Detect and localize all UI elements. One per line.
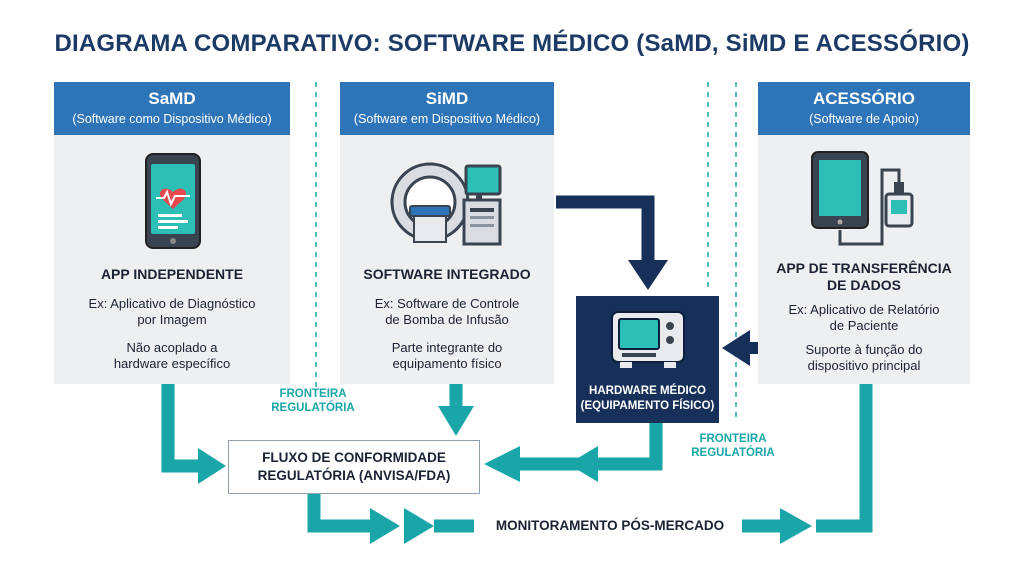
column-accessory-subtitle: (Software de Apoio) bbox=[809, 112, 919, 126]
samd-heading: APP INDEPENDENTE bbox=[100, 266, 244, 282]
arrow-postmarket-right-head bbox=[780, 508, 812, 544]
page-title: DIAGRAMA COMPARATIVO: SOFTWARE MÉDICO (S… bbox=[54, 30, 970, 57]
simd-note-line1: Parte integrante do bbox=[391, 340, 503, 355]
arrow-accessory-to-postmarket bbox=[816, 384, 873, 533]
hardware-label-line1: HARDWARE MÉDICO bbox=[589, 385, 706, 397]
accessory-note-line2: dispositivo principal bbox=[807, 358, 921, 373]
simd-heading: SOFTWARE INTEGRADO bbox=[363, 266, 531, 282]
smartphone-heart-icon bbox=[145, 153, 201, 249]
hardware-label-line2: (EQUIPAMENTO FÍSICO) bbox=[580, 400, 715, 412]
column-simd: SiMD (Software em Dispositivo Médico) SO… bbox=[340, 82, 554, 384]
samd-note-line2: hardware específico bbox=[113, 356, 231, 371]
arrow-flow-to-postmarket-head bbox=[370, 508, 400, 544]
column-accessory: ACESSÓRIO (Software de Apoio) APP DE TRA… bbox=[758, 82, 970, 384]
column-samd-title: SaMD bbox=[148, 89, 196, 108]
arrow-samd-to-flow bbox=[161, 384, 200, 473]
arrow-flow-to-postmarket bbox=[307, 494, 372, 533]
boundary-label-right: FRONTEIRA REGULATÓRIA bbox=[678, 432, 788, 460]
samd-note-line1: Não acoplado a bbox=[126, 340, 218, 355]
column-samd-header: SaMD (Software como Dispositivo Médico) bbox=[54, 82, 290, 135]
flow-line2: REGULATÓRIA (ANVISA/FDA) bbox=[257, 468, 451, 483]
accessory-heading-line1: APP DE TRANSFERÊNCIA bbox=[776, 260, 952, 276]
simd-example-line1: Ex: Software de Controle bbox=[374, 296, 520, 311]
boundary-label-left: FRONTEIRA REGULATÓRIA bbox=[258, 387, 368, 415]
boundary-left-line2: REGULATÓRIA bbox=[271, 402, 355, 414]
column-accessory-title: ACESSÓRIO bbox=[812, 89, 916, 108]
column-samd: SaMD (Software como Dispositivo Médico) … bbox=[54, 82, 290, 384]
tablet-device-icon bbox=[811, 151, 914, 246]
samd-example-line1: Ex: Aplicativo de Diagnóstico bbox=[88, 296, 256, 311]
column-samd-subtitle: (Software como Dispositivo Médico) bbox=[72, 112, 272, 126]
arrow-simd-to-hardware bbox=[556, 195, 655, 262]
hardware-box: HARDWARE MÉDICO (EQUIPAMENTO FÍSICO) bbox=[576, 296, 719, 423]
medical-monitor-icon bbox=[611, 311, 685, 368]
arrow-flow-to-postmarket-chevron bbox=[404, 508, 434, 544]
boundary-left-line1: FRONTEIRA bbox=[279, 388, 347, 400]
column-simd-subtitle: (Software em Dispositivo Médico) bbox=[353, 112, 541, 126]
arrow-simd-to-flow-head bbox=[438, 406, 474, 436]
mri-scanner-icon bbox=[390, 162, 502, 246]
simd-note-line2: equipamento físico bbox=[392, 356, 502, 371]
column-accessory-header: ACESSÓRIO (Software de Apoio) bbox=[758, 82, 970, 135]
column-simd-header: SiMD (Software em Dispositivo Médico) bbox=[340, 82, 554, 135]
column-simd-title: SiMD bbox=[425, 89, 469, 108]
accessory-note-line1: Suporte à função do bbox=[805, 342, 923, 357]
post-market-label: MONITORAMENTO PÓS-MERCADO bbox=[495, 518, 725, 533]
boundary-right-line1: FRONTEIRA bbox=[699, 433, 767, 445]
arrow-samd-to-flow-head bbox=[198, 448, 226, 484]
arrow-hardware-to-flow bbox=[518, 423, 663, 471]
compliance-flow-box: FLUXO DE CONFORMIDADE REGULATÓRIA (ANVIS… bbox=[228, 440, 480, 494]
arrow-hardware-to-flow-chevron bbox=[568, 446, 598, 482]
boundary-right-line2: REGULATÓRIA bbox=[691, 447, 775, 459]
accessory-example-line1: Ex: Aplicativo de Relatório bbox=[788, 302, 940, 317]
flow-line1: FLUXO DE CONFORMIDADE bbox=[262, 450, 446, 465]
accessory-heading-line2: DE DADOS bbox=[827, 277, 901, 293]
arrow-hardware-to-flow-head bbox=[484, 446, 520, 482]
arrow-accessory-to-hardware-head bbox=[722, 330, 750, 366]
accessory-example-line2: de Paciente bbox=[829, 318, 899, 333]
arrow-simd-to-hardware-head bbox=[628, 260, 668, 290]
simd-example-line2: de Bomba de Infusão bbox=[385, 312, 509, 327]
samd-example-line2: por Imagem bbox=[137, 312, 207, 327]
